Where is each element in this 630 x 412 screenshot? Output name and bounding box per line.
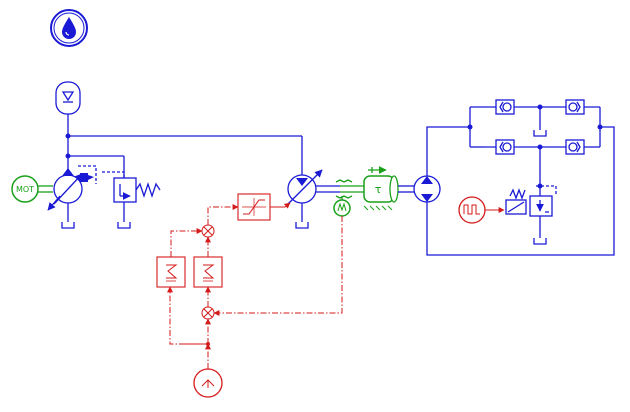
integrator-block-left[interactable] [156, 256, 186, 288]
saturation-to-motor-signal [270, 202, 291, 209]
setpoint-source[interactable] [193, 368, 223, 398]
load-circuit-lines [426, 104, 615, 256]
motor-tank [295, 222, 309, 229]
pump-tank [61, 222, 75, 229]
check-valve-bottom-left[interactable] [495, 139, 515, 155]
speed-sensor[interactable] [333, 196, 351, 217]
motor-shaft [38, 185, 53, 193]
pressure-relief-valve[interactable] [100, 171, 161, 222]
control-signal-lines [167, 204, 343, 369]
torque-load[interactable]: τ [363, 166, 399, 211]
square-wave-signal-source[interactable] [458, 196, 505, 224]
proportional-relief-valve[interactable] [505, 185, 557, 238]
variable-hydraulic-motor[interactable] [287, 169, 323, 222]
accumulator[interactable] [55, 81, 81, 115]
motor-label: MOT [16, 185, 34, 194]
supply-lines [65, 114, 303, 178]
variable-pump[interactable] [47, 165, 97, 222]
saturation-block[interactable] [237, 193, 271, 221]
integrator-block-right[interactable] [193, 256, 223, 288]
check-valve-top-left[interactable] [495, 99, 515, 115]
output-shaft [316, 179, 366, 199]
relief-valve-tank [117, 222, 131, 229]
summing-junction-upper[interactable] [201, 224, 215, 238]
fluid-properties-icon[interactable] [50, 9, 88, 47]
electric-motor[interactable]: MOT [11, 175, 39, 203]
check-valve-bottom-right[interactable] [565, 139, 585, 155]
summing-junction-lower[interactable] [201, 306, 215, 320]
prop-valve-tank [533, 238, 547, 245]
bridge-tank [533, 130, 547, 137]
check-valve-top-right[interactable] [565, 99, 585, 115]
coupling-shaft [398, 185, 414, 193]
fixed-pump[interactable] [413, 175, 441, 203]
torque-label: τ [375, 183, 382, 196]
